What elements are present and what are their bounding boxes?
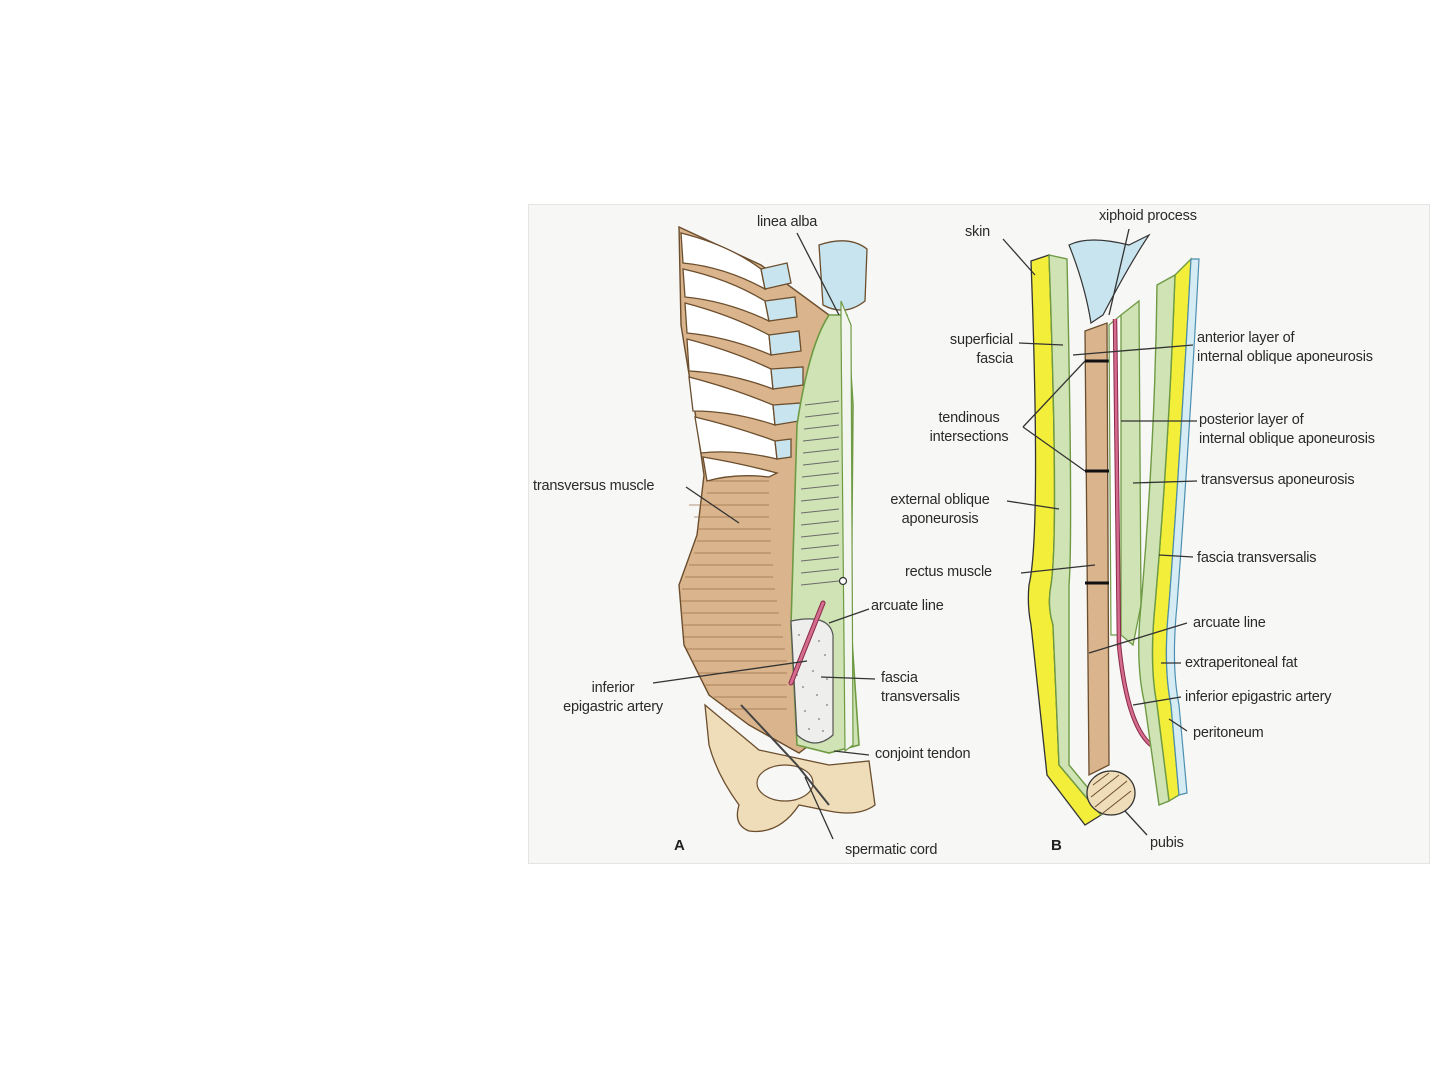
- xiphoid-b: [1068, 233, 1151, 325]
- fascia-transversalis-right: [1138, 273, 1176, 806]
- label-posterior-layer: posterior layer of internal oblique apon…: [1199, 411, 1375, 449]
- label-fascia-transversalis-a: fascia transversalis: [881, 669, 960, 707]
- label-pubis: pubis: [1150, 835, 1184, 851]
- label-inferior-epigastric-artery-b: inferior epigastric artery: [1185, 689, 1332, 705]
- superficial-fascia-left: [1048, 254, 1109, 816]
- label-extraperitoneal-fat: extraperitoneal fat: [1185, 655, 1298, 671]
- panel-b-drawing: [1002, 228, 1200, 836]
- label-arcuate-line-b: arcuate line: [1193, 615, 1266, 631]
- label-anterior-layer-line2: internal oblique aponeurosis: [1197, 349, 1373, 365]
- label-external-oblique-line2: aponeurosis: [901, 511, 979, 527]
- rectus-muscle-stripes: [800, 400, 840, 586]
- label-conjoint-tendon: conjoint tendon: [875, 746, 971, 762]
- tendinous-intersections-b: [1085, 359, 1109, 585]
- label-inferior-epigastric-artery-a-line1: inferior: [591, 680, 635, 696]
- ribcage: [680, 232, 804, 482]
- posterior-sheath-b: [1120, 299, 1142, 647]
- peritoneum-right: [1165, 258, 1200, 796]
- label-posterior-layer-line2: internal oblique aponeurosis: [1199, 431, 1375, 447]
- panel-label-b: B: [1051, 837, 1062, 854]
- leader-lines-b: [1002, 228, 1198, 836]
- anatomy-figure: linea alba transversus muscle arcuate li…: [528, 204, 1430, 864]
- label-spermatic-cord: spermatic cord: [845, 842, 938, 858]
- label-fascia-transversalis-b: fascia transversalis: [1197, 550, 1317, 566]
- label-tendinous-intersections-line2: intersections: [929, 429, 1009, 445]
- label-superficial-fascia: superficial fascia: [911, 331, 1013, 369]
- small-marker: [838, 576, 848, 586]
- label-fascia-transversalis-a-line1: fascia: [881, 670, 918, 686]
- linea-alba-strip: [840, 300, 854, 753]
- leader-lines-a: [652, 232, 876, 840]
- obturator-foramen: [756, 764, 814, 802]
- rectus-muscle-b: [1084, 322, 1110, 777]
- label-superficial-fascia-line2: fascia: [976, 351, 1013, 367]
- panel-a-drawing: [652, 225, 876, 840]
- label-superficial-fascia-line1: superficial: [949, 332, 1013, 348]
- label-peritoneum: peritoneum: [1193, 725, 1264, 741]
- label-tendinous-intersections: tendinous intersections: [909, 409, 1029, 447]
- label-inferior-epigastric-artery-a-line2: epigastric artery: [563, 699, 663, 715]
- label-posterior-layer-line1: posterior layer of: [1199, 412, 1304, 428]
- spermatic-cord-shape: [740, 704, 830, 806]
- anatomy-drawing: [652, 225, 1200, 840]
- label-transversus-aponeurosis: transversus aponeurosis: [1201, 472, 1355, 488]
- label-transversus-muscle: transversus muscle: [533, 478, 655, 494]
- label-inferior-epigastric-artery-a: inferior epigastric artery: [541, 679, 685, 717]
- label-fascia-transversalis-a-line2: transversalis: [881, 689, 960, 705]
- label-linea-alba: linea alba: [757, 214, 818, 230]
- label-rectus-muscle: rectus muscle: [905, 564, 992, 580]
- panel-label-a: A: [674, 837, 685, 854]
- label-arcuate-line-a: arcuate line: [871, 598, 944, 614]
- label-anterior-layer-line1: anterior layer of: [1197, 330, 1295, 346]
- label-external-oblique-line1: external oblique: [890, 492, 990, 508]
- label-xiphoid-process: xiphoid process: [1099, 208, 1197, 224]
- label-anterior-layer: anterior layer of internal oblique apone…: [1197, 329, 1373, 367]
- muscle-striations: [681, 480, 787, 710]
- label-skin: skin: [965, 224, 990, 240]
- label-external-oblique-aponeurosis: external oblique aponeurosis: [873, 491, 1007, 529]
- label-tendinous-intersections-line1: tendinous: [938, 410, 1000, 426]
- sternum-shape: [818, 240, 868, 311]
- fascia-transversalis-area: [790, 618, 834, 744]
